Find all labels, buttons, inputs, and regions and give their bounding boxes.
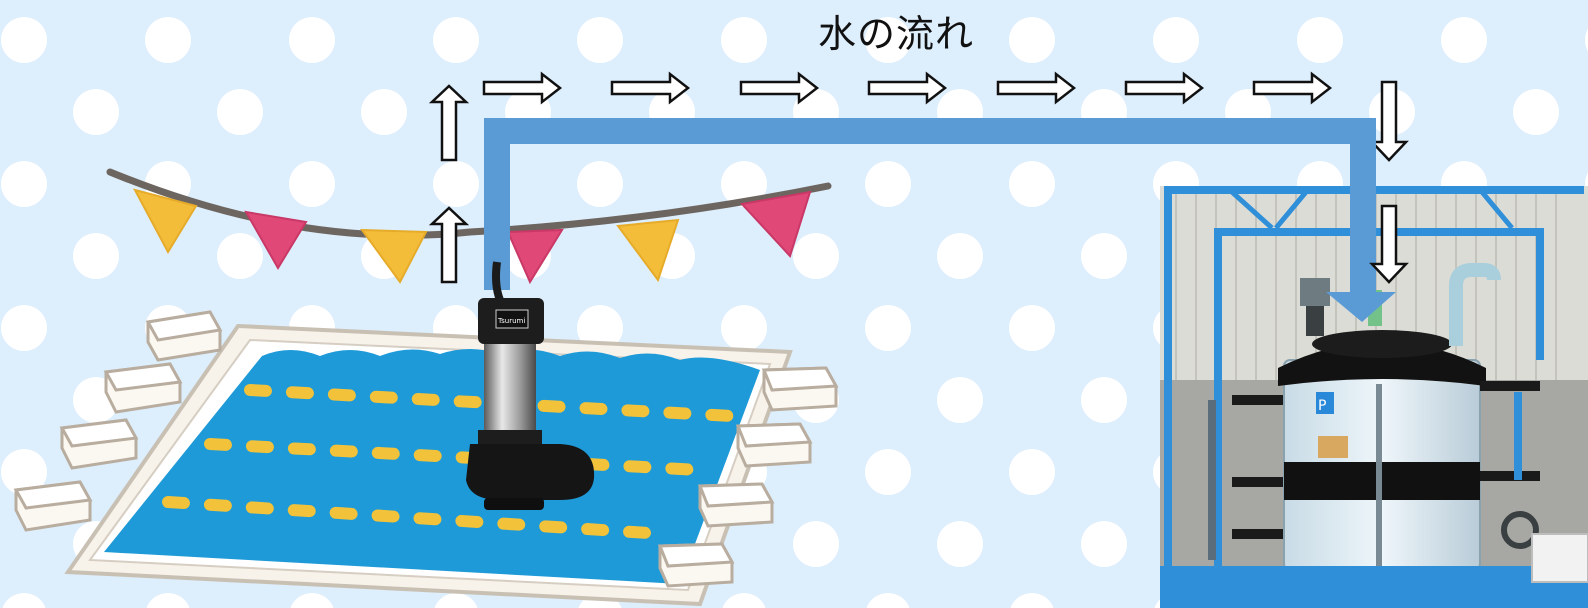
tank-nameplate (1318, 436, 1348, 458)
pump-brand-label: Tsurumi (497, 317, 525, 325)
pump-collar (478, 430, 542, 444)
valve-gray (1300, 278, 1330, 306)
starting-blocks-right (657, 366, 839, 588)
pump-cable (492, 261, 504, 302)
pennant-yellow (616, 218, 680, 283)
starting-block (697, 482, 775, 528)
piping-right (1480, 381, 1540, 549)
starting-block (735, 422, 813, 468)
lane-marks (162, 384, 738, 540)
starting-block (761, 366, 839, 412)
flow-arrow-right (1124, 71, 1205, 105)
flow-arrow-up (428, 84, 470, 162)
flow-arrow-right (739, 71, 820, 105)
tank-sticker-label: P (1318, 398, 1326, 414)
starting-block (13, 480, 93, 532)
steel-frame (1164, 186, 1584, 608)
tank-lid-top (1312, 330, 1452, 358)
flow-arrows (428, 71, 1409, 284)
base-skid (1160, 566, 1588, 608)
flow-arrow-right (996, 71, 1077, 105)
piping-left (1208, 395, 1292, 560)
flow-arrow-right (1252, 71, 1333, 105)
side-box (1531, 533, 1588, 583)
filtration-machine: P (1160, 186, 1588, 608)
starting-block (103, 362, 183, 414)
pennant-garland (106, 168, 832, 285)
pennant-yellow (133, 188, 198, 255)
pump-brand-plate (495, 309, 529, 329)
flow-arrow-right (482, 71, 563, 105)
pump-steel-body (484, 344, 536, 432)
flow-arrow-down (1369, 204, 1409, 284)
pennant-yellow (359, 228, 428, 284)
flow-arrow-up (428, 206, 470, 284)
tank-sticker (1316, 392, 1334, 414)
flow-arrow-right (610, 71, 691, 105)
flow-pipe (484, 118, 1396, 322)
pump-foot (484, 498, 544, 510)
valve-gray-stem (1306, 306, 1324, 336)
starting-block (657, 542, 735, 588)
submersible-pump: Tsurumi (466, 261, 595, 510)
pennant-pink (244, 210, 308, 270)
starting-block (59, 418, 139, 470)
starting-blocks-left (13, 310, 223, 532)
pennant-pink (740, 190, 812, 258)
pump-volute (466, 444, 595, 500)
flow-arrow-down (1369, 80, 1409, 162)
swimming-pool (64, 323, 793, 607)
diagram-title: 水の流れ (818, 12, 975, 56)
starting-block (145, 310, 223, 362)
flow-arrow-right (867, 71, 948, 105)
pennant-pink (506, 228, 564, 285)
tank-seam (1376, 384, 1382, 570)
gooseneck-pipe (1449, 263, 1501, 346)
